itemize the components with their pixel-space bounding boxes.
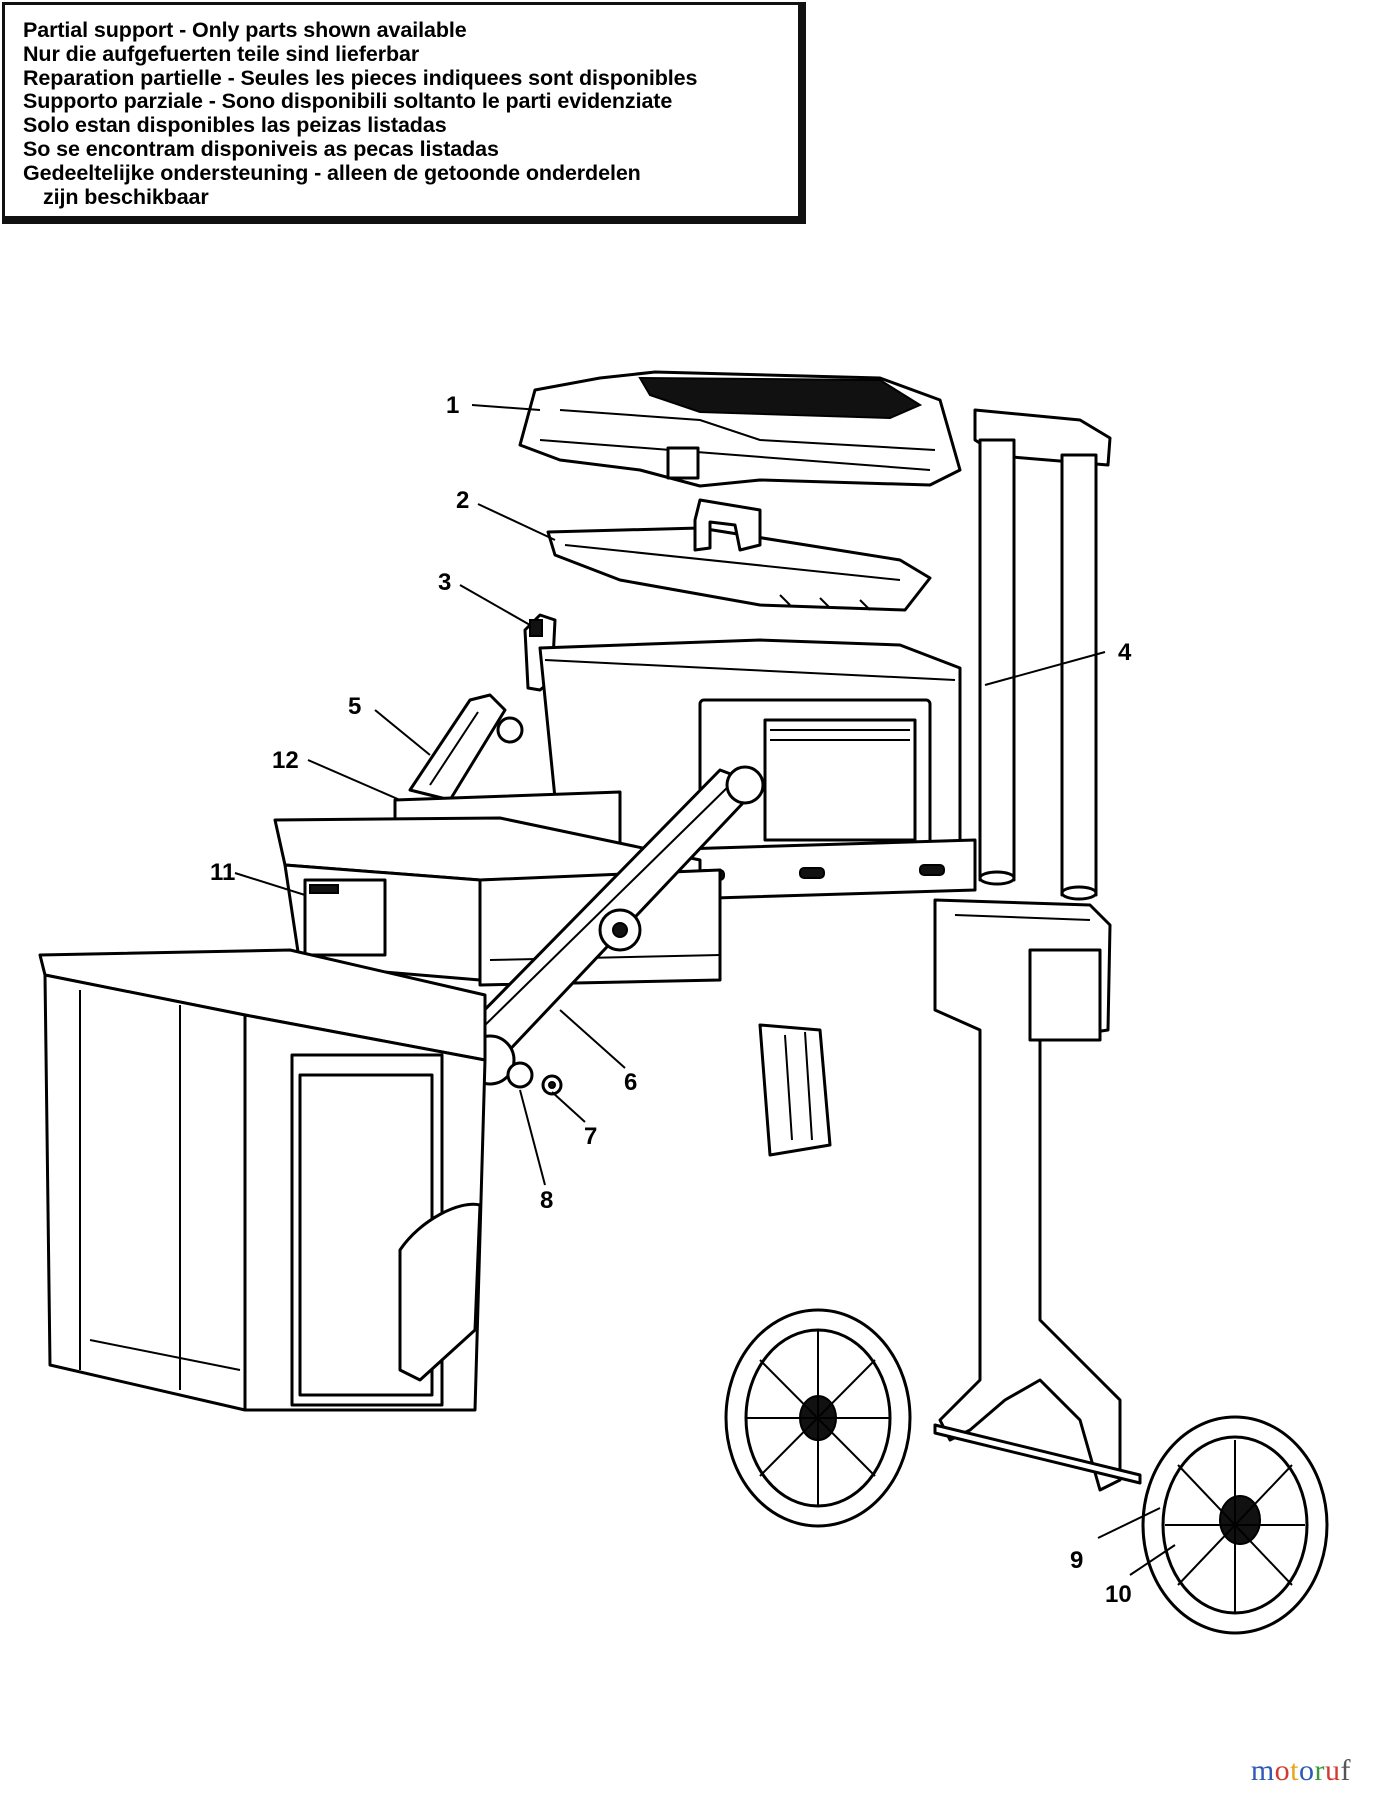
part-2-tray [546, 498, 932, 612]
callout-10: 10 [1105, 1581, 1132, 1608]
leader-9 [1097, 1507, 1161, 1539]
notice-line-es: Solo estan disponibles las peizas listad… [23, 113, 447, 138]
notice-line-nl: Gedeeltelijke ondersteuning - alleen de … [23, 160, 641, 185]
leader-8 [519, 1089, 546, 1186]
callout-11: 11 [210, 859, 235, 886]
leader-11 [234, 872, 306, 896]
leader-2 [477, 503, 556, 541]
motoruf-watermark-logo: motoruf [1250, 1754, 1351, 1787]
leader-5 [374, 709, 431, 756]
callout-8: 8 [540, 1187, 553, 1214]
notice-line-nl-cont: zijn beschikbaar [43, 184, 209, 209]
notice-line-pt: So se encontram disponiveis as pecas lis… [23, 136, 499, 161]
callout-2: 2 [456, 487, 469, 514]
part-5-drawer-handle [408, 693, 524, 802]
leader-3 [459, 584, 531, 626]
lower-frame [933, 898, 1142, 1492]
part-10-wheel-left [724, 1308, 912, 1528]
lower-storage-bin [38, 948, 487, 1412]
retaining-clip [758, 1023, 832, 1157]
notice-line-fr: Reparation partielle - Seules les pieces… [23, 65, 698, 90]
callout-6: 6 [624, 1069, 637, 1096]
leader-10 [1129, 1544, 1176, 1576]
notice-line-it: Supporto parziale - Sono disponibili sol… [23, 89, 673, 114]
callout-1: 1 [446, 392, 459, 419]
leader-4 [984, 651, 1106, 686]
leader-6 [559, 1009, 626, 1069]
part-6-side-arm [458, 765, 765, 1062]
callout-3: 3 [438, 569, 451, 596]
callout-7: 7 [584, 1123, 597, 1150]
callout-4: 4 [1118, 639, 1132, 666]
part-4-telescopic-handle [973, 408, 1112, 901]
partial-support-notice: Partial support - Only parts shown avail… [2, 2, 806, 224]
callout-9: 9 [1070, 1547, 1083, 1574]
part-1-lid [518, 370, 962, 488]
notice-line-de: Nur die aufgefuerten teile sind lieferba… [23, 41, 420, 66]
leader-7 [551, 1091, 586, 1123]
part-10-wheel-right [1141, 1415, 1329, 1635]
part-7-nut [541, 1074, 563, 1096]
leader-12 [307, 759, 401, 801]
callout-12: 12 [272, 747, 299, 774]
leader-1 [471, 404, 541, 411]
notice-line-en: Partial support - Only parts shown avail… [23, 18, 467, 42]
callout-5: 5 [348, 693, 361, 720]
